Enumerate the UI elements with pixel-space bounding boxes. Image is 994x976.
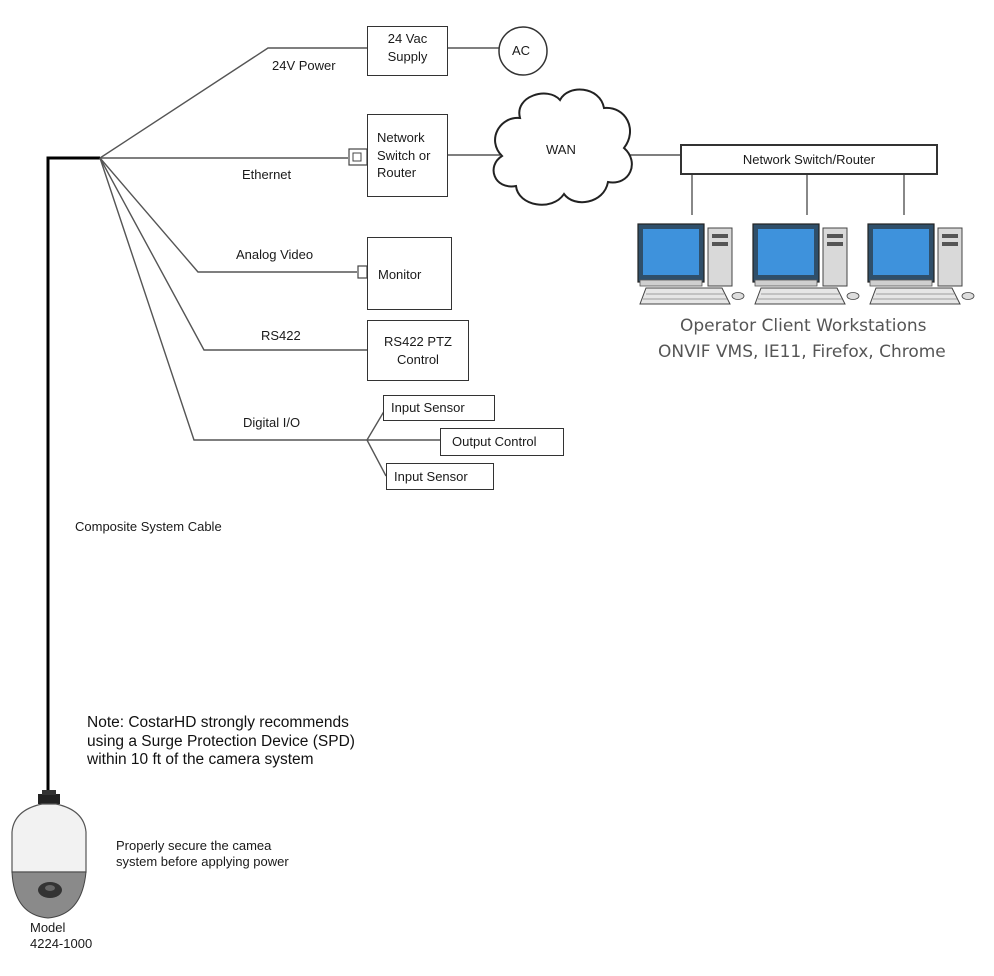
input-sensor-box-1: Input Sensor (383, 395, 495, 421)
ptz-line-2: Control (397, 351, 439, 367)
composite-cable-label: Composite System Cable (75, 519, 222, 534)
surge-note: Note: CostarHD strongly recommends using… (87, 714, 355, 770)
monitor-label: Monitor (378, 267, 422, 282)
supply-line-1: 24 Vac (387, 31, 428, 46)
input-sensor-1-label: Input Sensor (391, 400, 465, 415)
workstation-3 (867, 223, 975, 305)
secure-note-line-2: system before applying power (116, 854, 289, 870)
digital-io-line (99, 157, 367, 441)
video-connector (357, 265, 368, 279)
rs422-label: RS422 (261, 328, 301, 343)
ac-label: AC (512, 43, 531, 58)
analog-video-label: Analog Video (236, 247, 314, 262)
main-switch-label: Network Switch/Router (742, 151, 876, 167)
network-switch-box: Network Switch or Router (367, 114, 448, 197)
digital-io-label: Digital I/O (243, 415, 301, 430)
ptz-control-box: RS422 PTZ Control (367, 320, 469, 381)
power-line (99, 47, 367, 159)
ethernet-port (352, 152, 362, 162)
surge-note-line-2: using a Surge Protection Device (SPD) (87, 732, 355, 750)
ptz-line-1: RS422 PTZ (384, 334, 452, 349)
monitor-box: Monitor (367, 237, 452, 310)
camera-model: Model 4224-1000 (30, 920, 92, 953)
switch-line-3: Router (377, 165, 417, 181)
analog-video-line (99, 157, 357, 273)
power-label: 24V Power (272, 58, 336, 73)
digital-io-branches (366, 407, 440, 477)
workstation-drops (691, 175, 905, 215)
power-supply-box: 24 Vac Supply (367, 26, 448, 76)
switch-line-1: Network (377, 130, 425, 145)
fanout-lines (99, 47, 905, 477)
camera-model-line-2: 4224-1000 (30, 936, 93, 952)
output-control-box: Output Control (440, 428, 564, 456)
workstations-subtitle: ONVIF VMS, IE11, Firefox, Chrome (658, 342, 946, 362)
switch-line-2: Switch or (377, 147, 431, 163)
workstation-1 (637, 223, 745, 305)
ethernet-label: Ethernet (242, 167, 292, 182)
camera-model-line-1: Model (30, 920, 66, 935)
workstation-2 (752, 223, 860, 305)
rs422-line (99, 157, 367, 351)
surge-note-line-3: within 10 ft of the camera system (87, 751, 314, 769)
wan-cloud (492, 88, 633, 206)
input-sensor-2-label: Input Sensor (394, 469, 468, 484)
dome-camera-icon (11, 790, 87, 919)
input-sensor-box-2: Input Sensor (386, 463, 494, 490)
workstations-title: Operator Client Workstations (680, 316, 927, 336)
main-switch-router-box: Network Switch/Router (680, 144, 938, 175)
supply-line-2: Supply (387, 48, 428, 64)
secure-note-line-1: Properly secure the camea (116, 838, 272, 853)
output-control-label: Output Control (452, 434, 537, 449)
surge-note-line-1: Note: CostarHD strongly recommends (87, 714, 349, 731)
secure-note: Properly secure the camea system before … (116, 838, 289, 871)
composite-cable-line (46, 156, 100, 792)
wan-label: WAN (546, 142, 576, 157)
ac-circle (498, 26, 548, 76)
